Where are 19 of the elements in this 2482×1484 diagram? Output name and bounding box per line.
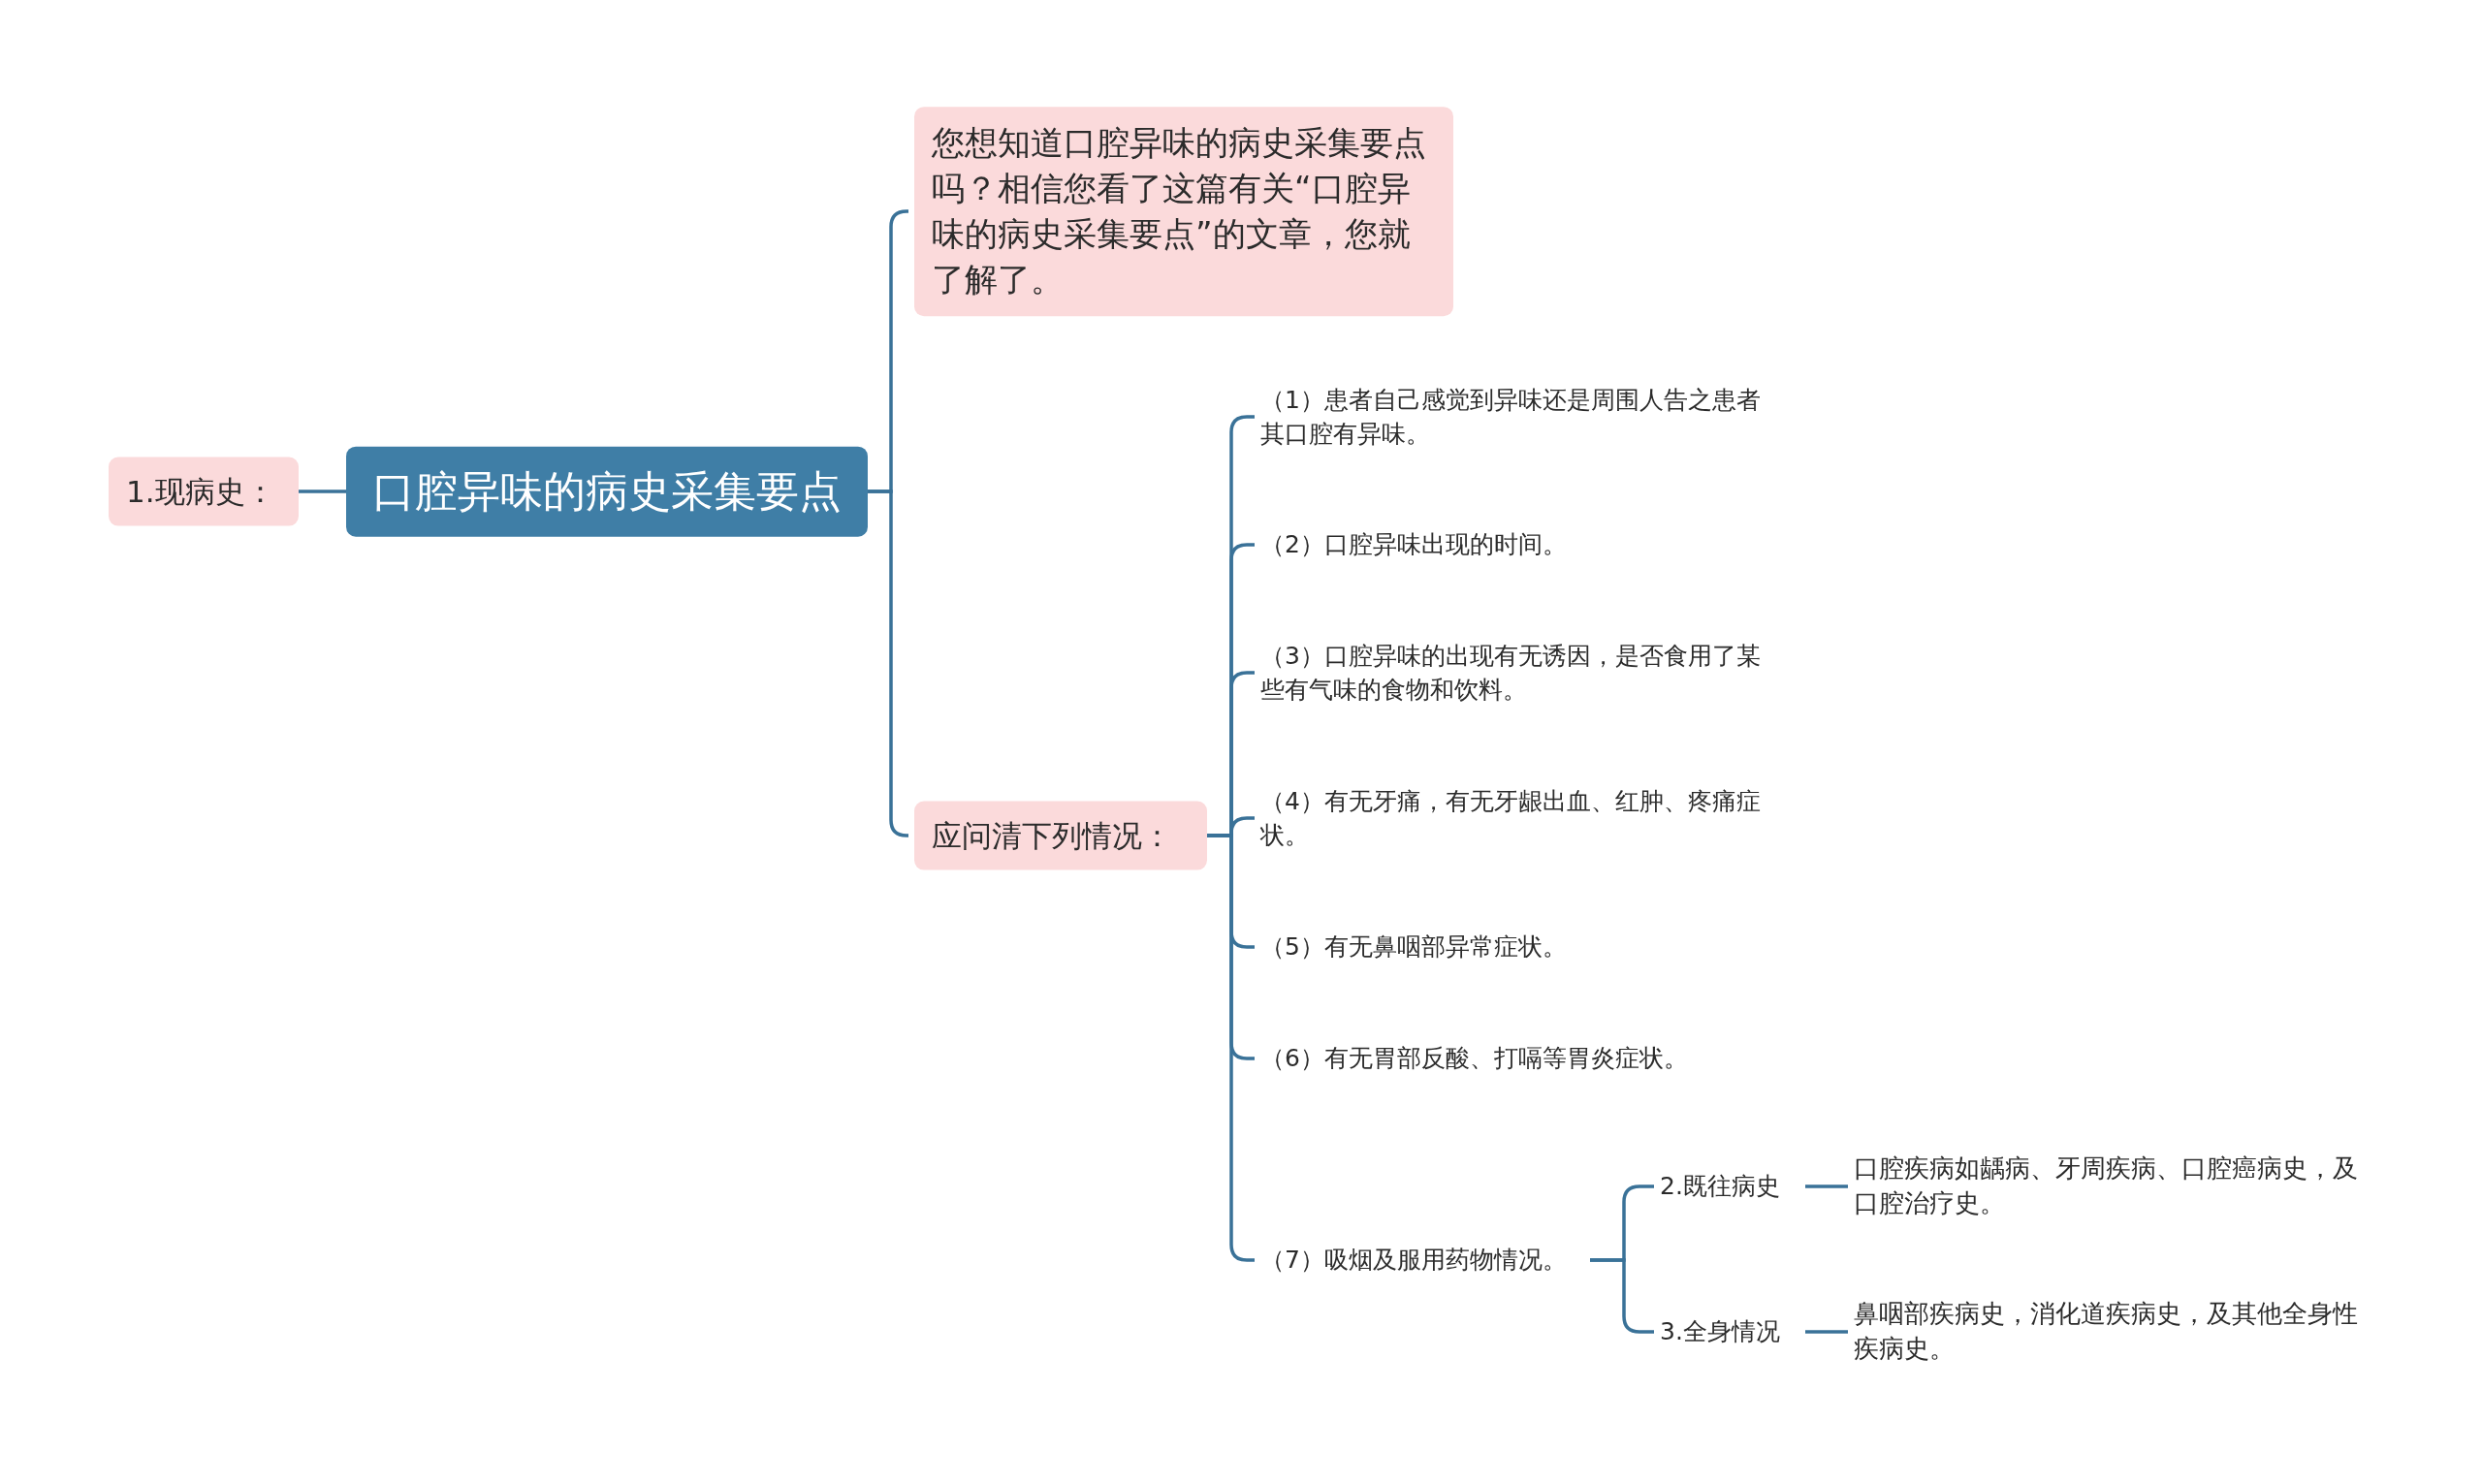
topic-text: （2）口腔异味出现的时间。: [1260, 523, 1765, 566]
topic-text: （7）吸烟及服用药物情况。: [1260, 1239, 1590, 1281]
topic-text: 2.既往病史: [1660, 1165, 1805, 1208]
connector-line: [1805, 1184, 1848, 1188]
central-topic-box: 口腔异味的病史采集要点: [346, 446, 868, 537]
topic-text: （5）有无鼻咽部异常症状。: [1260, 926, 1765, 968]
topic-text: 口腔疾病如龋病、牙周疾病、口腔癌病史，及口腔治疗史。: [1854, 1148, 2377, 1225]
connector-line: [299, 489, 346, 493]
connector-line: [1207, 834, 1255, 1262]
topic-text: 3.全身情况: [1660, 1310, 1805, 1353]
topic-box: 您想知道口腔异味的病史采集要点吗？相信您看了这篇有关“口腔异味的病史采集要点”的文章，您就了解了。: [914, 107, 1453, 316]
connector-line: [1805, 1330, 1848, 1334]
topic-box: 1.现病史：: [109, 457, 299, 526]
topic-box: 应问清下列情况：: [914, 801, 1207, 870]
topic-text: 鼻咽部疾病史，消化道疾病史，及其他全身性疾病史。: [1854, 1293, 2377, 1371]
topic-text: （6）有无胃部反酸、打嗝等胃炎症状。: [1260, 1037, 1765, 1080]
topic-text: （1）患者自己感觉到异味还是周围人告之患者其口腔有异味。: [1260, 379, 1765, 455]
topic-text: （4）有无牙痛，有无牙龈出血、红肿、疼痛症状。: [1260, 780, 1765, 856]
topic-text: （3）口腔异味的出现有无诱因，是否食用了某些有气味的食物和饮料。: [1260, 635, 1765, 710]
